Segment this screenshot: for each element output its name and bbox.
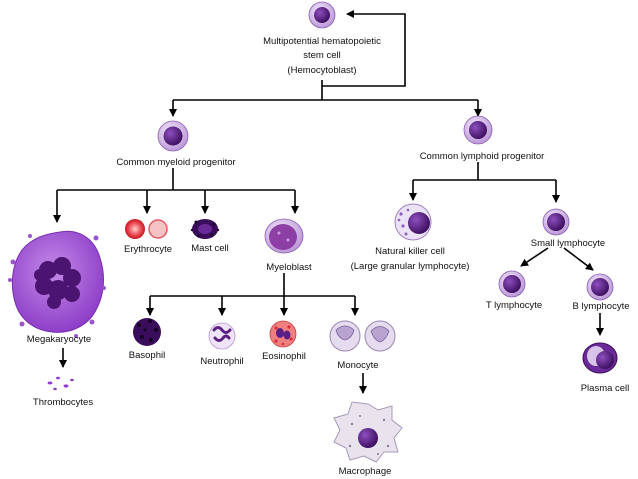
neutrophil-label: Neutrophil bbox=[200, 356, 244, 367]
nk-cell-label-line2: (Large granular lymphocyte) bbox=[350, 261, 470, 272]
monocyte-label: Monocyte bbox=[337, 360, 379, 371]
eosinophil-label: Eosinophil bbox=[262, 351, 306, 362]
myeloid-progenitor-label: Common myeloid progenitor bbox=[116, 157, 236, 168]
b-lymphocyte-icon bbox=[586, 273, 614, 301]
macrophage-icon bbox=[333, 401, 403, 463]
megakaryocyte-label: Megakaryocyte bbox=[26, 334, 92, 345]
plasma-cell-icon bbox=[582, 342, 618, 374]
mast-cell-icon bbox=[190, 219, 220, 239]
stem-self-renewal-connector bbox=[321, 10, 406, 87]
lymphoid-progenitor-icon bbox=[463, 115, 493, 145]
basophil-label: Basophil bbox=[128, 350, 166, 361]
b-lymphocyte-label: B lymphocyte bbox=[572, 301, 630, 312]
plasma-cell-label: Plasma cell bbox=[580, 383, 630, 394]
stem-cell-label-line1: Multipotential hematopoietic bbox=[263, 36, 381, 47]
stem-to-progenitors-connector bbox=[173, 86, 478, 101]
small-lymphocyte-label: Small lymphocyte bbox=[530, 238, 606, 249]
stem-cell-label-line3: (Hemocytoblast) bbox=[287, 65, 357, 76]
erythrocyte-icon bbox=[125, 219, 168, 239]
nk-cell-icon bbox=[394, 203, 432, 241]
thrombocytes-icon bbox=[47, 376, 74, 391]
myeloid-progenitor-icon bbox=[157, 120, 189, 152]
basophil-icon bbox=[133, 318, 161, 346]
connector-lines bbox=[53, 10, 604, 394]
to-t-lymphocyte-arrow bbox=[520, 247, 549, 267]
to-b-lymphocyte-arrow bbox=[563, 247, 594, 271]
neutrophil-icon bbox=[208, 322, 236, 350]
t-lymphocyte-icon bbox=[498, 270, 526, 298]
nk-cell-label-line1: Natural killer cell bbox=[375, 246, 445, 257]
mast-cell-label: Mast cell bbox=[191, 243, 229, 254]
t-lymphocyte-label: T lymphocyte bbox=[485, 300, 543, 311]
eosinophil-icon bbox=[269, 320, 297, 348]
erythrocyte-label: Erythrocyte bbox=[123, 244, 173, 255]
stem-cell-icon bbox=[308, 1, 336, 29]
myeloblast-label: Myeloblast bbox=[266, 262, 312, 273]
small-lymphocyte-icon bbox=[542, 208, 570, 236]
thrombocytes-label: Thrombocytes bbox=[32, 397, 94, 408]
myeloblast-branch-connector bbox=[150, 273, 355, 297]
myeloid-branch-connector bbox=[57, 168, 295, 191]
monocyte-icon bbox=[329, 320, 396, 352]
macrophage-label: Macrophage bbox=[338, 466, 392, 477]
myeloblast-icon bbox=[264, 218, 304, 254]
lymphoid-progenitor-label: Common lymphoid progenitor bbox=[419, 151, 545, 162]
megakaryocyte-icon bbox=[8, 230, 106, 338]
lymphoid-branch-connector bbox=[413, 162, 556, 181]
stem-cell-label-line2: stem cell bbox=[303, 50, 341, 61]
